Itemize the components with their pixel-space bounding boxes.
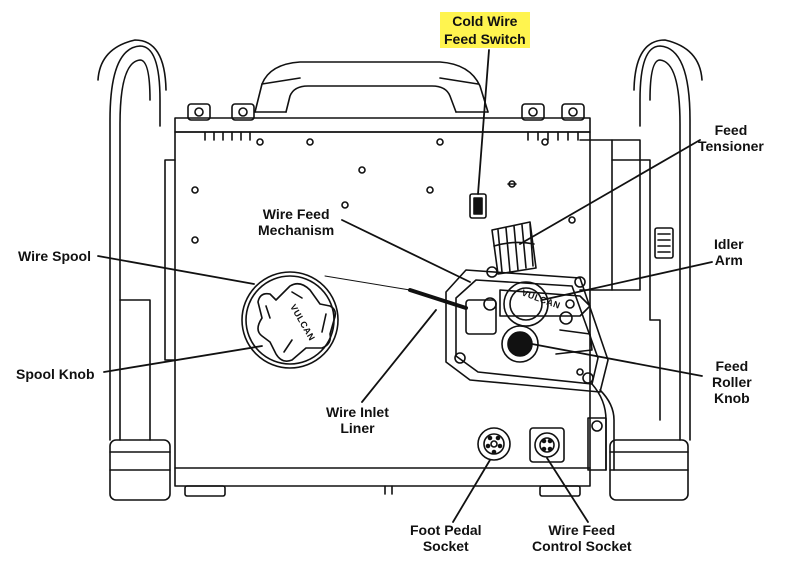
ground-terminal (587, 417, 607, 471)
wire-spool-graphic: VULCAN (241, 271, 339, 369)
label-foot-pedal-socket: Foot Pedal Socket (410, 522, 482, 554)
label-wire-inlet-liner-line2: Liner (340, 420, 375, 436)
label-cold-wire-feed-switch: Cold Wire Feed Switch (440, 12, 530, 48)
label-foot-pedal-socket-line1: Foot Pedal (410, 522, 482, 538)
label-feed-tensioner: Feed Tensioner (698, 122, 764, 154)
foot-pedal-socket-graphic (477, 427, 511, 461)
leader-wire-feed-control-socket (546, 457, 589, 523)
label-wire-feed-control-socket-line2: Control Socket (532, 538, 632, 554)
label-feed-roller-knob-line2: Roller (712, 374, 752, 390)
top-rail (174, 103, 591, 141)
left-side-handle (97, 39, 167, 441)
leader-lines (97, 49, 713, 523)
label-wire-feed-control-socket-line1: Wire Feed (548, 522, 616, 538)
leader-spool-knob (103, 345, 263, 373)
leader-feed-tensioner (519, 139, 701, 245)
label-spool-knob-line1: Spool Knob (16, 366, 95, 382)
carry-handle (254, 61, 489, 113)
wire-inlet-liner-graphic (324, 275, 468, 310)
label-wire-spool-line1: Wire Spool (18, 248, 91, 264)
leader-idler-arm (541, 261, 713, 301)
right-side-handle (611, 39, 703, 441)
leader-cold-wire-switch (477, 49, 490, 195)
label-feed-roller-knob-line3: Knob (713, 390, 750, 406)
wire-feed-control-socket-graphic (529, 427, 565, 463)
leader-wire-feed-mechanism (341, 219, 471, 283)
leader-wire-inlet-liner (361, 309, 437, 403)
label-wire-inlet-liner-line1: Wire Inlet (326, 404, 389, 420)
spool-logo: VULCAN (288, 302, 317, 342)
label-wire-inlet-liner: Wire Inlet Liner (326, 404, 389, 436)
leader-foot-pedal-socket (452, 459, 491, 523)
label-idler-arm-line1: Idler (714, 236, 744, 252)
leader-wire-spool (97, 255, 255, 285)
label-wire-spool: Wire Spool (18, 248, 91, 264)
wire-feed-mechanism-graphic: VULCAN (445, 221, 615, 471)
leader-feed-roller-knob (531, 343, 703, 377)
label-wire-feed-mechanism-line2: Mechanism (258, 222, 335, 238)
label-idler-arm-line2: Arm (714, 252, 743, 268)
label-feed-tensioner-line2: Tensioner (698, 138, 764, 154)
label-idler-arm: Idler Arm (714, 236, 744, 268)
main-body (164, 131, 613, 487)
label-wire-feed-mechanism: Wire Feed Mechanism (258, 206, 334, 238)
label-feed-roller-knob: Feed Roller Knob (712, 358, 752, 406)
label-cold-wire-line2: Feed Switch (440, 30, 530, 48)
label-foot-pedal-socket-line2: Socket (422, 538, 469, 554)
label-feed-tensioner-line1: Feed (714, 122, 748, 138)
cold-wire-feed-switch-graphic (469, 193, 487, 219)
label-feed-roller-knob-line1: Feed (715, 358, 749, 374)
label-cold-wire-line1: Cold Wire (440, 12, 530, 30)
base-feet (109, 439, 689, 501)
label-spool-knob: Spool Knob (16, 366, 95, 382)
label-wire-feed-mechanism-line1: Wire Feed (262, 206, 330, 222)
label-wire-feed-control-socket: Wire Feed Control Socket (532, 522, 632, 554)
